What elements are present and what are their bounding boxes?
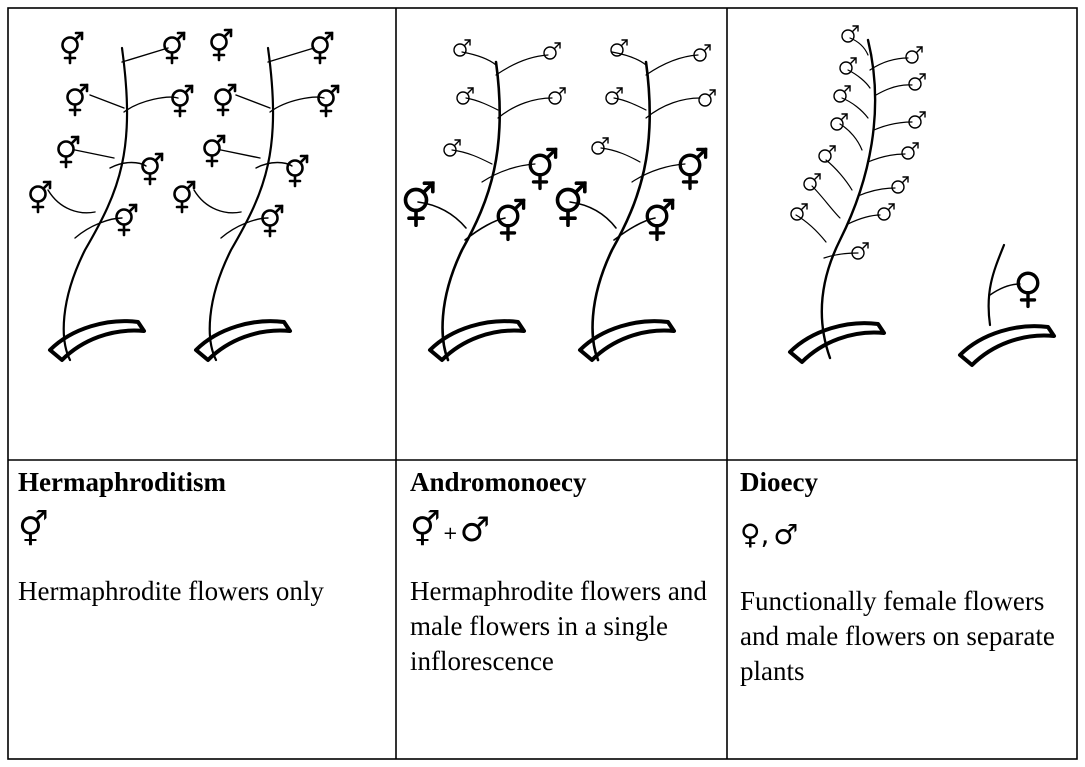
comma-separator: , [761, 518, 770, 551]
hermaphroditism-title: Hermaphroditism [18, 466, 226, 498]
hermaphrodite-symbol-icon: ⚥ [410, 510, 441, 550]
plant-illustration [175, 30, 339, 360]
andromonoecy-description: Hermaphrodite flowers and male flowers i… [410, 574, 720, 679]
dioecy-symbol: ♀,♂ [740, 518, 799, 552]
hermaphrodite-symbol-icon: ⚥ [18, 510, 49, 550]
andromonoecy-title: Andromonoecy [410, 466, 587, 498]
female-symbol-icon: ♀ [740, 518, 761, 551]
plant-illustration [558, 40, 716, 360]
hermaphroditism-diagram [31, 30, 339, 360]
dioecy-title: Dioecy [740, 466, 818, 498]
male-symbol-icon: ♂ [460, 510, 490, 550]
hermaphroditism-symbol: ⚥ [18, 512, 49, 548]
plant-illustration [31, 33, 193, 360]
andromonoecy-symbol: ⚥+♂ [410, 512, 490, 552]
plant-illustration [406, 40, 565, 360]
female-plant-illustration [960, 245, 1054, 365]
andromonoecy-diagram [406, 40, 715, 360]
plus-separator: + [443, 523, 458, 544]
dioecy-diagram [790, 26, 1054, 365]
male-plant-illustration [790, 26, 925, 362]
male-symbol-icon: ♂ [773, 518, 798, 551]
hermaphroditism-description: Hermaphrodite flowers only [18, 574, 378, 609]
dioecy-description: Functionally female flowers and male flo… [740, 584, 1075, 689]
